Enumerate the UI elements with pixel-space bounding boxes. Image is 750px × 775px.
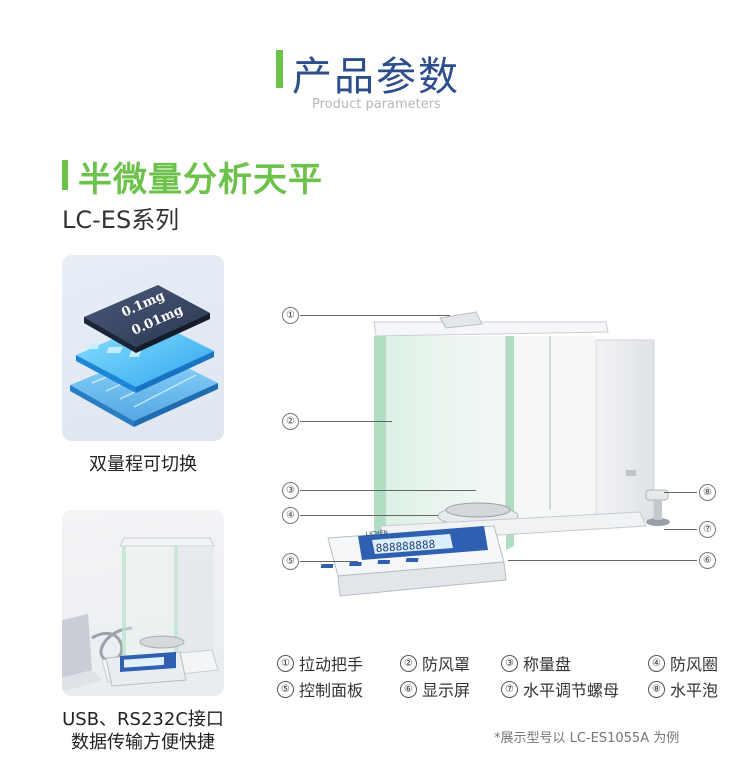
display-brand: LICHEN	[366, 529, 389, 538]
feature-card-interface	[62, 510, 224, 696]
callout-3-line	[300, 490, 476, 491]
page-subtitle: Product parameters	[312, 97, 441, 112]
feature-caption-dual-range: 双量程可切换	[89, 454, 197, 475]
balance-illustration: 888888888 LICHEN	[320, 311, 670, 597]
callout-1: ①	[282, 307, 299, 324]
interface-illustration	[62, 537, 219, 692]
callout-3: ③	[282, 482, 299, 499]
feature-card-dual-range: 0.1mg 0.01mg	[62, 255, 224, 441]
callout-5-line	[300, 561, 358, 562]
callout-4-line	[300, 515, 438, 516]
product-accent-bar	[62, 160, 68, 190]
model-note: *展示型号以 LC-ES1055A 为例	[494, 731, 680, 746]
title-accent-bar	[276, 50, 283, 88]
callout-2: ②	[282, 413, 299, 430]
callout-2-line	[300, 421, 392, 422]
feature-caption-interface-2: 数据传输方便快捷	[71, 732, 215, 753]
display-reading: 888888888	[375, 538, 435, 555]
chip-illustration: 0.1mg 0.01mg	[70, 285, 218, 427]
callout-6-line	[508, 560, 697, 561]
callout-8-line	[664, 492, 697, 493]
control-panel-keys	[320, 558, 419, 568]
page-title: 产品参数	[292, 54, 460, 100]
feature-caption-interface-1: USB、RS232C接口	[62, 709, 224, 730]
callout-7-line	[664, 529, 697, 530]
callout-7: ⑦	[699, 521, 716, 538]
product-name: 半微量分析天平	[78, 160, 323, 200]
callout-1-line	[300, 315, 450, 316]
callout-4: ④	[282, 507, 299, 524]
product-series: LC-ES系列	[62, 206, 180, 234]
callout-8: ⑧	[699, 484, 716, 501]
callout-5: ⑤	[282, 553, 299, 570]
callout-6: ⑥	[699, 552, 716, 569]
